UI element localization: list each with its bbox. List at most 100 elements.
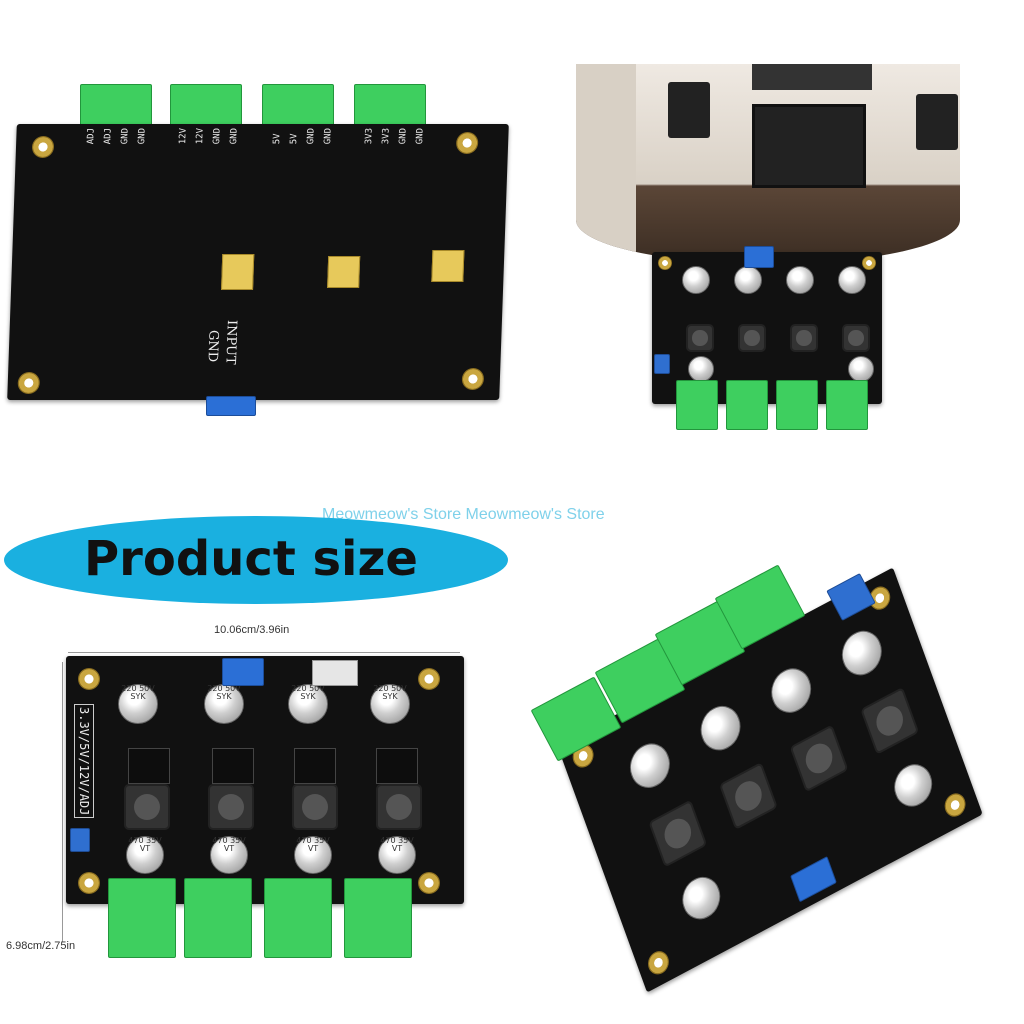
capacitor (888, 757, 938, 814)
inductor (292, 784, 338, 830)
terminal-block (344, 878, 412, 958)
inductor (738, 324, 766, 352)
terminal-labels-5v: 5V 5V GND GND (272, 128, 334, 144)
terminal-labels-adj: ADJ ADJ GND GND (86, 128, 148, 144)
speaker (916, 94, 958, 150)
label-12v: 12V (195, 128, 206, 145)
mounting-hole (644, 947, 672, 979)
terminal-block (776, 380, 818, 430)
mounting-hole (17, 372, 41, 394)
terminal-block (826, 380, 868, 430)
solder-pad (431, 250, 465, 282)
capacitor-top: 220 50V SYK (204, 684, 244, 724)
inductor (208, 784, 254, 830)
product-size-banner (4, 516, 508, 604)
capacitor-label: 470 35V VT (128, 836, 162, 853)
mounting-hole (658, 256, 672, 270)
mounting-hole (78, 872, 100, 894)
regulator-ic (376, 748, 418, 784)
label-adj: ADJ (103, 128, 114, 145)
inductor (648, 799, 708, 868)
label-gnd: GND (137, 128, 148, 145)
height-dimension-label: 6.98cm/2.75in (6, 940, 76, 952)
terminal-block (80, 84, 152, 130)
terminal-block (108, 878, 176, 958)
mounting-hole (418, 668, 440, 690)
mounting-hole (418, 872, 440, 894)
store-watermark: Meowmeow's Store Meowmeow's Store (322, 506, 605, 523)
solder-pad (221, 254, 255, 290)
board-front-small (652, 246, 884, 436)
inductor (860, 686, 920, 755)
height-dimension-line (62, 662, 63, 942)
label-gnd: GND (229, 128, 240, 145)
pcb-front: 3.3V/5V/12V/ADJ 220 50V SYK 220 50V SYK … (66, 656, 464, 904)
label-gnd: GND (212, 128, 223, 145)
mounting-hole (941, 789, 969, 821)
terminal-block (184, 878, 252, 958)
capacitor-bottom: 470 35V VT (126, 836, 164, 874)
board-back-photo: ADJ ADJ GND GND 12V 12V GND GND 5V 5V GN… (0, 70, 520, 430)
label-12v: 12V (178, 128, 189, 145)
terminal-block (170, 84, 242, 130)
capacitor (838, 266, 866, 294)
mounting-hole (78, 668, 100, 690)
potentiometer (654, 354, 670, 374)
capacitor-bottom: 470 35V VT (378, 836, 416, 874)
gnd-label: GND (204, 330, 221, 363)
capacitor-bottom: 470 35V VT (210, 836, 248, 874)
capacitor (624, 735, 676, 796)
capacitor (734, 266, 762, 294)
switch (312, 660, 358, 686)
terminal-block (354, 84, 426, 130)
speaker (668, 82, 710, 138)
board-angled-photo (520, 560, 1020, 993)
label-adj: ADJ (86, 128, 97, 145)
capacitor-label: 220 50V SYK (207, 684, 241, 701)
inductor (376, 784, 422, 830)
inductor (686, 324, 714, 352)
mounting-hole (31, 136, 55, 158)
capacitor-label: 470 35V VT (380, 836, 414, 853)
input-terminal (206, 396, 256, 416)
regulator-ic (128, 748, 170, 784)
inductor (790, 324, 818, 352)
window (576, 64, 636, 264)
pcb-back: ADJ ADJ GND GND 12V 12V GND GND 5V 5V GN… (7, 124, 509, 400)
label-gnd: GND (415, 128, 426, 145)
product-size-title: Product size (84, 531, 418, 587)
width-dimension-line (68, 652, 460, 653)
width-dimension-label: 10.06cm/3.96in (214, 624, 290, 636)
terminal-block (726, 380, 768, 430)
capacitor-bottom: 470 35V VT (294, 836, 332, 874)
inductor (842, 324, 870, 352)
label-gnd: GND (120, 128, 131, 145)
input-label: INPUT (222, 320, 239, 365)
capacitor-top: 220 50V SYK (118, 684, 158, 724)
capacitor-label: 470 35V VT (212, 836, 246, 853)
terminal-block (264, 878, 332, 958)
capacitor (836, 623, 888, 683)
label-gnd: GND (306, 128, 317, 145)
capacitor-label: 220 50V SYK (291, 684, 325, 701)
label-gnd: GND (398, 128, 409, 145)
monitor-top (752, 64, 872, 90)
capacitor-label: 220 50V SYK (373, 684, 407, 701)
mounting-hole (461, 368, 485, 390)
pcb-front-small (652, 252, 882, 404)
capacitor-label: 220 50V SYK (121, 684, 155, 701)
label-5v: 5V (272, 133, 283, 145)
inductor (718, 761, 778, 831)
terminal-block (676, 380, 718, 430)
regulator-ic (212, 748, 254, 784)
inductor (789, 724, 849, 793)
input-terminal (744, 246, 774, 268)
potentiometer (70, 828, 90, 852)
capacitor-top: 220 50V SYK (370, 684, 410, 724)
capacitor (676, 869, 726, 927)
label-5v: 5V (289, 133, 300, 145)
desk-scene-photo (576, 64, 960, 264)
capacitor (694, 698, 747, 758)
capacitor-label: 470 35V VT (296, 836, 330, 853)
mounting-hole (862, 256, 876, 270)
